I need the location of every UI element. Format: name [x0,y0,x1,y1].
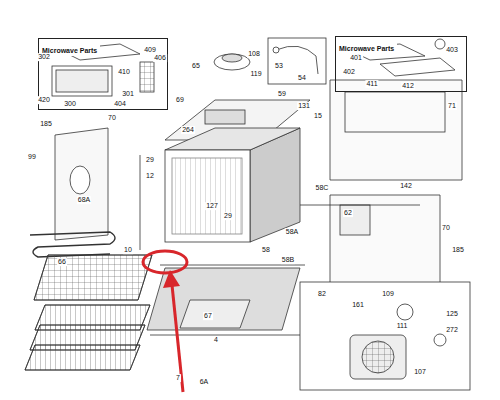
callout-number: 302 [37,53,51,61]
callout-number: 412 [401,82,415,90]
callout-number: 264 [181,126,195,134]
callout-number: 70 [441,224,451,232]
callout-number: 59 [277,90,287,98]
callout-number: 161 [351,301,365,309]
callout-number: 125 [445,310,459,318]
callout-number: 82 [317,290,327,298]
callout-number: 58B [281,256,295,264]
inset-heading: Microwave Parts [336,43,397,54]
callout-number: 7 [175,374,181,382]
callout-number: 62 [343,209,353,217]
callout-number: 404 [113,100,127,108]
callout-number: 6A [199,378,210,386]
callout-number: 67 [203,312,213,320]
callout-number: 119 [249,70,262,78]
callout-number: 12 [145,172,155,180]
callout-number: 70 [107,114,117,122]
callout-number: 111 [396,322,409,330]
callout-number: 403 [445,46,459,54]
callout-number: 4 [213,336,219,344]
callout-number: 54 [297,74,307,82]
callout-number: 107 [413,368,427,376]
callout-number: 68A [77,196,91,204]
callout-number: 15 [313,112,323,120]
callout-number: 300 [63,100,77,108]
callout-number: 411 [365,80,378,88]
callout-number: 58 [261,246,271,254]
callout-number: 108 [247,50,261,58]
callout-number: 65 [191,62,201,70]
callout-number: 401 [349,54,363,62]
callout-number: 10 [123,246,133,254]
callout-number: 409 [143,46,157,54]
callout-number: 185 [39,120,53,128]
callout-number: 58A [285,228,299,236]
callout-number: 301 [121,90,135,98]
callout-number: 272 [445,326,459,334]
callout-number: 127 [205,202,219,210]
callout-number: 109 [381,290,395,298]
callout-number: 29 [223,212,233,220]
callout-number: 420 [37,96,51,104]
callout-number: 402 [342,68,356,76]
callout-number: 185 [451,246,465,254]
callout-number: 29 [145,156,155,164]
callout-number: 410 [117,68,131,76]
callout-number: 66 [57,258,67,266]
callout-number: 69 [175,96,185,104]
callout-number: 131 [297,102,311,110]
callout-number: 71 [447,102,457,110]
callout-number: 99 [27,153,37,161]
callout-number: 406 [153,54,167,62]
callout-number: 142 [399,182,413,190]
callout-number: 58C [315,184,330,192]
callout-number: 53 [274,62,284,70]
